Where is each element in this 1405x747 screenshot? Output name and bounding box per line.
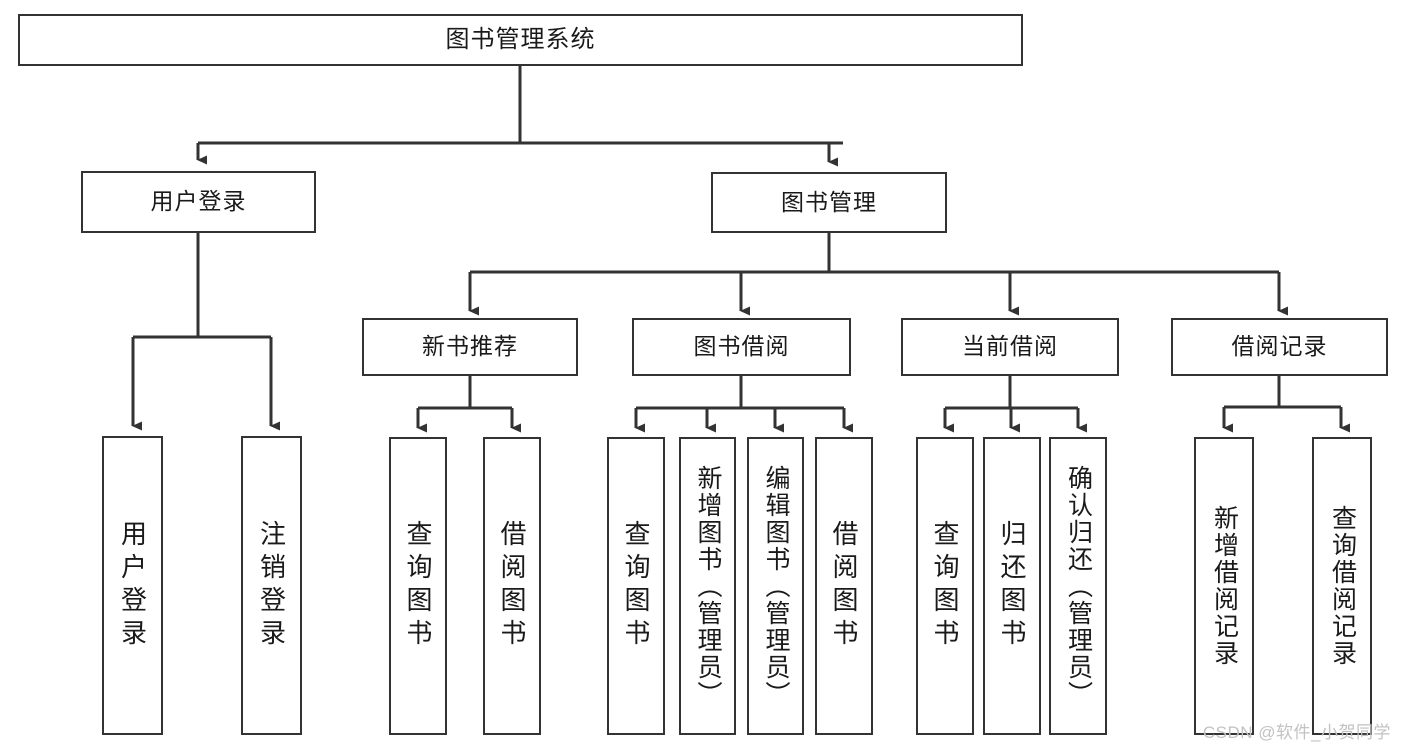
leaf-record-query[interactable]: 查询借阅记录 — [1312, 437, 1372, 735]
leaf-record-add-label: 新增借阅记录 — [1210, 505, 1239, 667]
leaf-borrow-query-book[interactable]: 查询图书 — [607, 437, 665, 735]
leaf-current-return-book-label: 归还图书 — [997, 520, 1027, 652]
node-borrow-record-label: 借阅记录 — [1231, 333, 1328, 360]
node-borrow-record[interactable]: 借阅记录 — [1171, 318, 1388, 376]
node-book-manage[interactable]: 图书管理 — [711, 172, 947, 233]
leaf-current-query-book-label: 查询图书 — [930, 520, 960, 652]
csdn-watermark: CSDN @软件_小贺同学 — [1202, 723, 1391, 742]
node-current-borrow-label: 当前借阅 — [962, 333, 1058, 360]
node-current-borrow[interactable]: 当前借阅 — [901, 318, 1119, 376]
node-book-manage-label: 图书管理 — [781, 188, 877, 215]
leaf-borrow-query-book-label: 查询图书 — [621, 520, 651, 652]
leaf-current-confirm-return[interactable]: 确认归还（管理员） — [1049, 437, 1107, 735]
leaf-borrow-add-book[interactable]: 新增图书（管理员） — [679, 437, 736, 735]
leaf-current-query-book[interactable]: 查询图书 — [916, 437, 974, 735]
leaf-borrow-borrow-book[interactable]: 借阅图书 — [815, 437, 873, 735]
leaf-borrow-add-book-label: 新增图书（管理员） — [694, 464, 722, 708]
node-user-login[interactable]: 用户登录 — [81, 171, 316, 233]
leaf-borrow-edit-book[interactable]: 编辑图书（管理员） — [747, 437, 804, 735]
leaf-record-add[interactable]: 新增借阅记录 — [1194, 437, 1254, 735]
leaf-logout-label: 注销登录 — [256, 519, 287, 652]
leaf-newbook-borrow-book-label: 借阅图书 — [497, 520, 527, 652]
leaf-newbook-borrow-book[interactable]: 借阅图书 — [483, 437, 541, 735]
leaf-borrow-borrow-book-label: 借阅图书 — [829, 520, 859, 652]
leaf-record-query-label: 查询借阅记录 — [1328, 505, 1357, 667]
node-book-borrow-label: 图书借阅 — [693, 333, 790, 360]
node-new-book-recommend-label: 新书推荐 — [422, 333, 518, 360]
leaf-user-login-label: 用户登录 — [117, 519, 148, 652]
leaf-user-login[interactable]: 用户登录 — [102, 436, 163, 735]
node-user-login-label: 用户登录 — [150, 188, 247, 215]
leaf-logout[interactable]: 注销登录 — [241, 436, 302, 735]
node-book-borrow[interactable]: 图书借阅 — [632, 318, 851, 376]
leaf-newbook-query-book-label: 查询图书 — [403, 520, 433, 652]
leaf-current-return-book[interactable]: 归还图书 — [983, 437, 1041, 735]
leaf-current-confirm-return-label: 确认归还（管理员） — [1064, 464, 1093, 708]
leaf-borrow-edit-book-label: 编辑图书（管理员） — [762, 464, 790, 708]
leaf-newbook-query-book[interactable]: 查询图书 — [389, 437, 447, 735]
node-root[interactable]: 图书管理系统 — [18, 14, 1023, 66]
node-root-label: 图书管理系统 — [445, 25, 596, 53]
node-new-book-recommend[interactable]: 新书推荐 — [362, 318, 578, 376]
